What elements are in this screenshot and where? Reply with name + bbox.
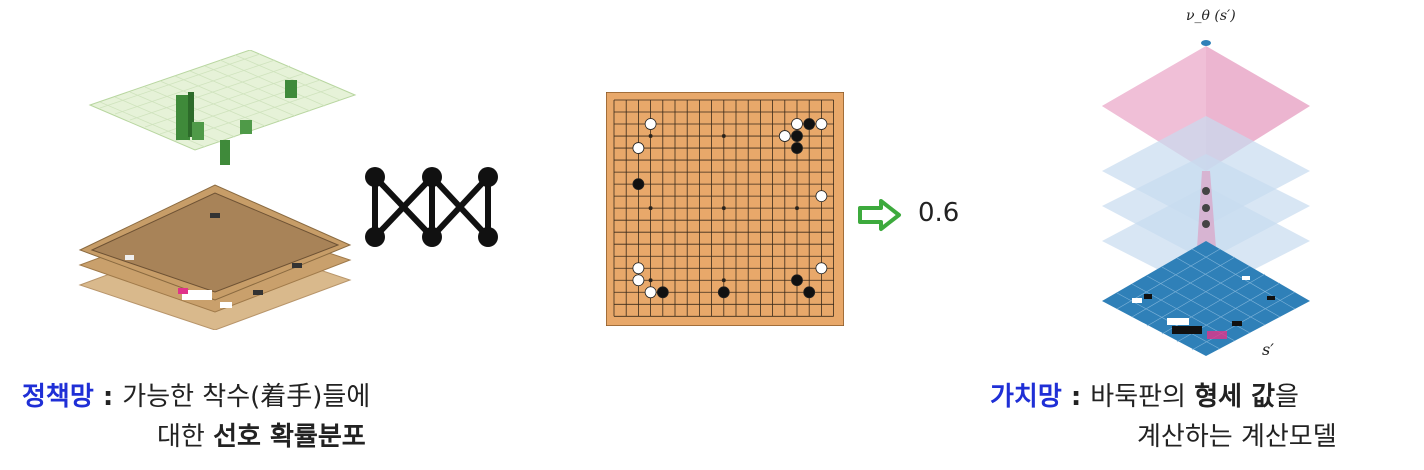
white-stone	[632, 262, 645, 275]
policy-desc1: 가능한 착수(着手)들에	[122, 382, 371, 412]
policy-caption-line1: 정책망 : 가능한 착수(着手)들에	[22, 380, 370, 414]
green-arrow-icon	[858, 199, 901, 231]
value-colon: :	[1061, 382, 1091, 412]
white-stone	[815, 118, 828, 130]
star-point	[648, 206, 653, 211]
black-stone	[656, 286, 669, 299]
black-stone	[803, 286, 816, 299]
policy-colon: :	[93, 382, 123, 412]
state-label: s′	[1262, 340, 1274, 359]
value-desc2: 계산하는 계산모델	[1137, 422, 1337, 452]
value-caption-line2: 계산하는 계산모델	[1137, 420, 1337, 454]
policy-desc2-plain: 대한	[157, 422, 214, 452]
star-point	[721, 278, 726, 283]
value-desc1-plain: 바둑판의	[1090, 382, 1195, 412]
star-point	[648, 134, 653, 139]
white-stone	[815, 262, 828, 275]
policy-probability-plane	[88, 50, 357, 165]
policy-term: 정책망	[22, 382, 94, 412]
network-icon	[365, 167, 498, 247]
value-output: 0.6	[918, 198, 960, 228]
white-stone	[644, 286, 657, 299]
white-stone	[632, 142, 645, 154]
black-stone	[791, 142, 803, 154]
policy-input-boards	[78, 184, 352, 330]
star-point	[794, 206, 799, 211]
policy-network-illustration	[78, 50, 357, 330]
value-desc1-bold: 형세 값	[1194, 382, 1276, 412]
star-point	[721, 134, 726, 139]
policy-caption-line2: 대한 선호 확률분포	[157, 420, 366, 454]
white-stone	[815, 190, 828, 203]
white-stone	[632, 274, 645, 287]
go-board	[606, 92, 844, 326]
value-desc1-tail: 을	[1275, 382, 1299, 412]
white-stone	[644, 118, 657, 130]
value-caption-line1: 가치망 : 바둑판의 형세 값을	[990, 380, 1299, 414]
white-stone	[778, 130, 791, 142]
black-stone	[632, 178, 645, 191]
star-point	[721, 206, 726, 211]
policy-desc2-bold: 선호 확률분포	[213, 422, 366, 452]
value-network-illustration	[1102, 40, 1310, 356]
value-term: 가치망	[990, 382, 1062, 412]
black-stone	[803, 118, 816, 130]
black-stone	[791, 274, 803, 287]
star-point	[648, 278, 653, 283]
white-stone	[791, 118, 803, 130]
black-stone	[717, 286, 730, 299]
black-stone	[791, 130, 803, 142]
value-network-label: ν_θ (s′)	[1186, 8, 1236, 24]
